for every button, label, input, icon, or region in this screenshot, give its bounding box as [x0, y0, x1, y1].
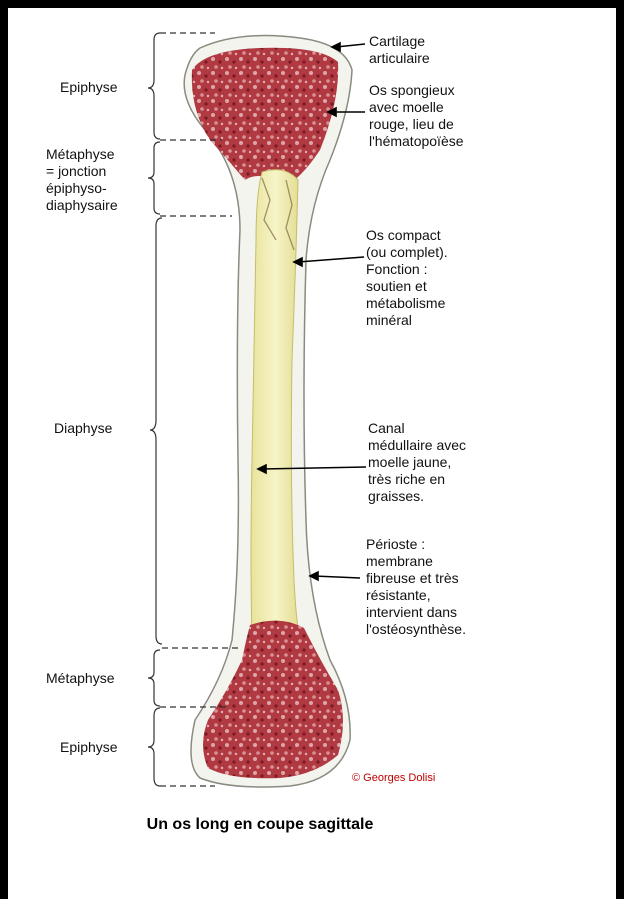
- brace-epiphyse-bottom: [148, 708, 160, 786]
- label-canal-medullaire: Canal médullaire avec moelle jaune, très…: [368, 420, 518, 505]
- label-perioste: Périoste : membrane fibreuse et très rés…: [366, 536, 516, 638]
- label-os-spongieux: Os spongieux avec moelle rouge, lieu de …: [369, 82, 519, 150]
- label-cartilage: Cartilage articulaire: [369, 33, 519, 67]
- brace-epiphyse-top: [148, 33, 160, 139]
- brace-metaphyse-top: [148, 142, 160, 214]
- brace-metaphyse-bottom: [148, 650, 160, 706]
- label-os-compact: Os compact (ou complet). Fonction : sout…: [366, 227, 516, 329]
- brace-diaphyse: [150, 218, 162, 644]
- label-metaphyse-top: Métaphyse = jonction épiphyso- diaphysai…: [46, 146, 118, 214]
- label-metaphyse-bottom: Métaphyse: [46, 670, 114, 687]
- label-epiphyse-top: Epiphyse: [60, 79, 118, 96]
- label-epiphyse-bottom: Epiphyse: [60, 739, 118, 756]
- figure-caption: Un os long en coupe sagittale: [0, 816, 520, 834]
- copyright-notice: © Georges Dolisi: [352, 772, 435, 784]
- label-diaphyse: Diaphyse: [54, 420, 112, 437]
